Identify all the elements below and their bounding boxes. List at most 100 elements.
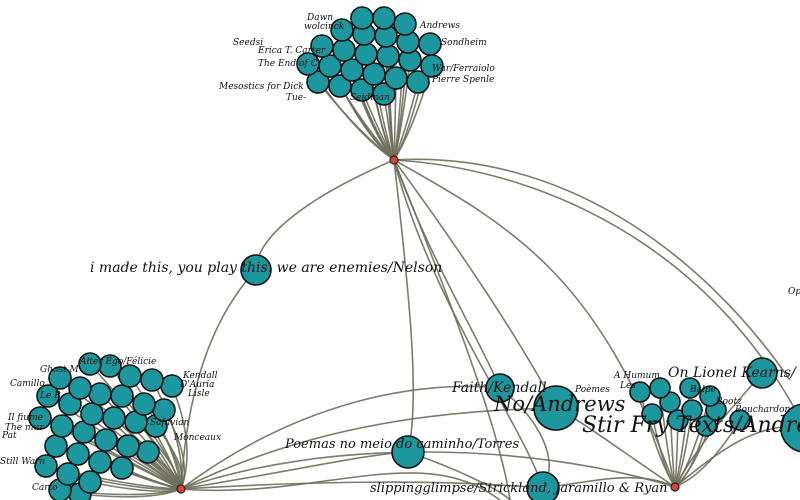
label-left-0: Alter Ego/Félicie <box>79 356 156 367</box>
label-top-6: The End of C <box>258 59 318 69</box>
label-right-0: A Humum <box>613 371 660 381</box>
label-left-12: Carto <box>32 483 58 493</box>
label-left-13: Safavian <box>150 418 190 428</box>
label-left-6: Lisle <box>187 389 210 399</box>
node-left-20[interactable] <box>94 428 118 452</box>
node-top-14[interactable] <box>296 52 320 76</box>
node-left-23[interactable] <box>44 434 68 458</box>
label-poemas: Poemas no meio do caminho/Torres <box>284 437 519 452</box>
node-left-28[interactable] <box>56 462 80 486</box>
edge-long-3 <box>393 159 557 409</box>
label-stir-fry: Stir Fry Texts/Andrews <box>582 413 800 438</box>
hub-bottom-right[interactable] <box>670 482 680 492</box>
label-left-4: Camillo <box>10 379 45 389</box>
label-right-1: Les <box>619 381 636 391</box>
node-left-27[interactable] <box>34 454 58 478</box>
node-left-6[interactable] <box>68 376 92 400</box>
edge-long-15 <box>180 472 501 500</box>
node-left-8[interactable] <box>110 384 134 408</box>
hubs-layer <box>176 155 680 494</box>
label-left-9: Pat <box>1 431 17 441</box>
labels-layer: Dawn wolcinck Andrews Seedsi Erica T. Ca… <box>0 13 800 496</box>
hub-bottom-left[interactable] <box>176 484 186 494</box>
node-top-3[interactable] <box>330 18 354 42</box>
node-right-5[interactable] <box>681 399 703 421</box>
node-lionel[interactable] <box>746 357 778 389</box>
edge-long-10 <box>180 385 501 490</box>
label-left-11: Still Warn <box>0 457 45 467</box>
label-top-8: Pierre Spenle <box>431 75 494 85</box>
node-nelson[interactable] <box>240 254 272 286</box>
node-left-24[interactable] <box>66 442 90 466</box>
node-top-20[interactable] <box>306 70 330 94</box>
edge-long-6 <box>393 158 791 381</box>
node-left-26[interactable] <box>110 456 134 480</box>
node-right-8[interactable] <box>641 403 663 425</box>
edge-long-20 <box>407 451 511 500</box>
label-left-2: Kendall <box>182 371 218 381</box>
label-top-1: wolcinck <box>304 22 344 32</box>
node-stir-fry[interactable] <box>780 403 800 453</box>
node-right-0[interactable] <box>629 381 651 403</box>
node-left-11[interactable] <box>36 384 60 408</box>
label-top-5: Sondheim <box>441 38 487 48</box>
node-left-25[interactable] <box>88 450 112 474</box>
edge-top-12 <box>393 59 411 161</box>
node-left-5[interactable] <box>48 366 72 390</box>
label-edge-fragment: Op <box>788 287 800 297</box>
node-left-29[interactable] <box>78 470 102 494</box>
node-top-10[interactable] <box>354 42 378 66</box>
node-top-7[interactable] <box>418 32 442 56</box>
node-top-18[interactable] <box>384 66 408 90</box>
node-top-9[interactable] <box>332 38 356 62</box>
node-right-7[interactable] <box>729 409 751 431</box>
edge-long-14 <box>180 481 544 490</box>
edge-long-1 <box>180 269 257 490</box>
label-faith: Faith/Kendall <box>451 380 547 396</box>
edge-left-31 <box>79 488 182 498</box>
node-left-2[interactable] <box>118 364 142 388</box>
edge-long-19 <box>542 476 676 489</box>
label-right-4: Balpe <box>689 385 716 395</box>
node-left-17[interactable] <box>28 406 52 430</box>
label-top-10: Tue- <box>286 93 306 103</box>
label-left-8: The mur <box>5 423 44 433</box>
node-left-9[interactable] <box>132 392 156 416</box>
node-top-11[interactable] <box>376 44 400 68</box>
label-left-1: Ghost M <box>40 365 80 375</box>
node-top-0[interactable] <box>350 6 374 30</box>
node-left-13[interactable] <box>80 402 104 426</box>
node-top-8[interactable] <box>310 34 334 58</box>
edge-long-9 <box>393 159 511 500</box>
label-top-11: Seidman <box>350 93 390 103</box>
node-right-1[interactable] <box>649 377 671 399</box>
node-right-10[interactable] <box>695 415 717 437</box>
node-left-7[interactable] <box>88 382 112 406</box>
node-faith[interactable] <box>485 373 515 403</box>
node-left-21[interactable] <box>116 434 140 458</box>
node-right-2[interactable] <box>679 377 701 399</box>
node-slipping[interactable] <box>526 471 560 500</box>
node-top-2[interactable] <box>393 12 417 36</box>
hub-top[interactable] <box>389 155 399 165</box>
node-poemas[interactable] <box>391 435 425 469</box>
node-top-1[interactable] <box>372 6 396 30</box>
edge-long-0 <box>255 159 395 271</box>
node-left-3[interactable] <box>140 368 164 392</box>
edge-long-8 <box>393 159 415 453</box>
node-left-14[interactable] <box>102 406 126 430</box>
node-no-andrews[interactable] <box>533 385 579 431</box>
node-left-22[interactable] <box>136 440 160 464</box>
label-no-andrews: No/Andrews <box>493 392 626 416</box>
label-top-4: Erica T. Carter <box>257 46 326 56</box>
label-top-2: Andrews <box>419 21 460 31</box>
label-lionel: On Lionel Kearns/ <box>668 365 797 381</box>
label-left-3: D'Auria <box>179 380 215 390</box>
label-nelson: i made this, you play this. we are enemi… <box>90 260 442 276</box>
node-top-17[interactable] <box>362 62 386 86</box>
edge-long-13 <box>180 451 409 490</box>
node-right-3[interactable] <box>699 385 721 407</box>
edge-right-7 <box>674 419 741 488</box>
node-left-0[interactable] <box>78 352 102 376</box>
node-left-18[interactable] <box>50 414 74 438</box>
